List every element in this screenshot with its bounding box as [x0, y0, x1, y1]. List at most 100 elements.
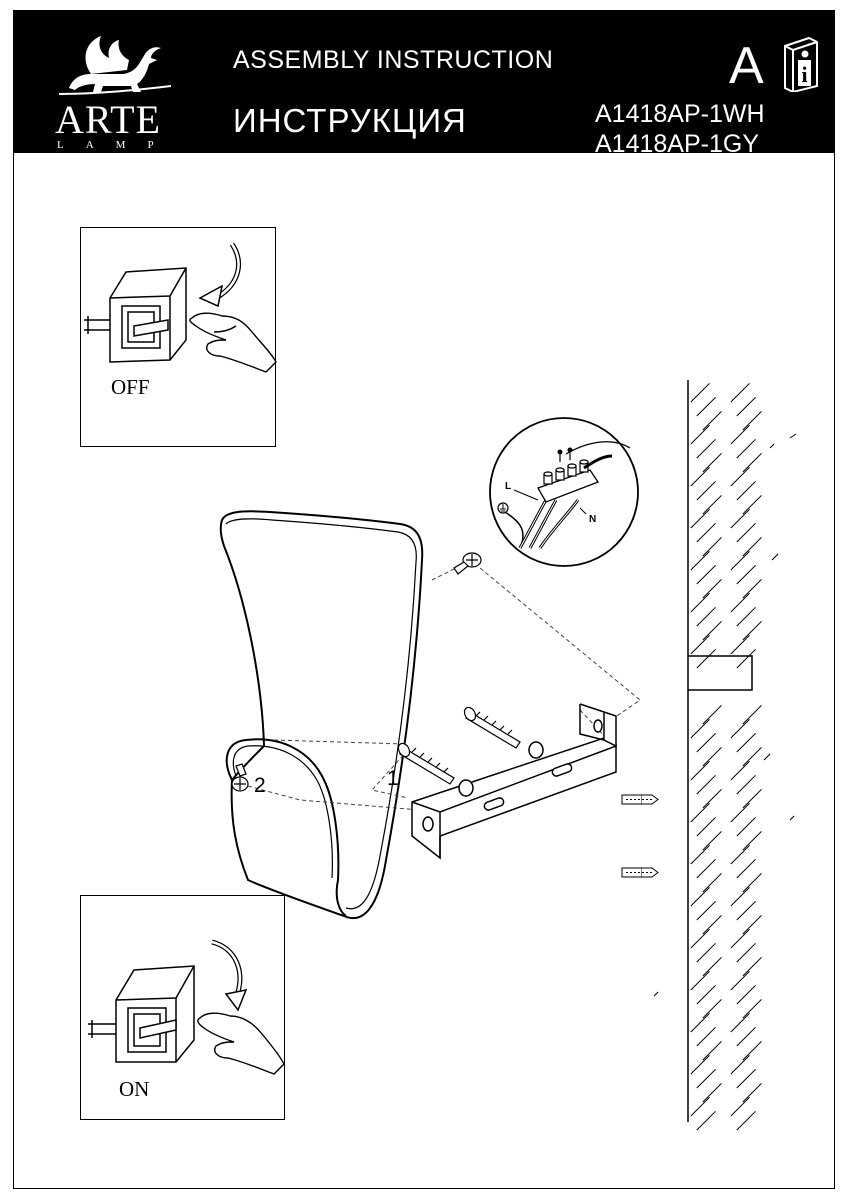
wall-hatch-line: [690, 802, 710, 823]
wall-hatch-line: [730, 634, 750, 655]
wall-hatch-line: [702, 872, 722, 893]
wall-hatch-line: [730, 1012, 750, 1033]
wall-hatch-line: [690, 970, 710, 991]
wall-hatch-line: [690, 760, 710, 781]
title-russian: ИНСТРУКЦИЯ: [233, 102, 467, 139]
wall-hatch-line: [742, 872, 762, 893]
wall-hatch-line: [690, 1054, 710, 1075]
wall-hatch-line: [696, 774, 716, 795]
washer-icon: [458, 741, 544, 797]
wall-hatch-line: [736, 984, 756, 1005]
wall-hatch-line: [696, 858, 716, 879]
wall-hatch-line: [702, 746, 722, 767]
turn-arrow-icon: [198, 242, 242, 308]
wall-hatch-line: [742, 1040, 762, 1061]
wall-hatch-line: [702, 998, 722, 1019]
wall-hatch-line: [730, 1054, 750, 1075]
wall-hatch-line: [730, 802, 750, 823]
wall-hatch-line: [702, 536, 722, 557]
wall-hatch-line: [690, 1012, 710, 1033]
wall-hatch-line: [702, 578, 722, 599]
wall-hatch-line: [730, 592, 750, 613]
wall-hatch-line: [730, 382, 750, 403]
wall-hatch-line: [742, 998, 762, 1019]
wall-hatch-line: [736, 1110, 756, 1131]
live-wire-label: L: [505, 481, 512, 492]
wall-hatch-line: [702, 452, 722, 473]
wall-hatch-line: [696, 984, 716, 1005]
wall-hatch-line: [736, 648, 756, 669]
wall-hatch-line: [736, 732, 756, 753]
wall-hatch-line: [730, 718, 750, 739]
wall-hatch-line: [702, 494, 722, 515]
section-letter: A: [729, 37, 764, 95]
small-screw-icon: [231, 763, 249, 792]
wall-hatch-line: [730, 928, 750, 949]
wall-hatch-line: [742, 494, 762, 515]
wall-hatch-line: [696, 606, 716, 627]
wall-hatch-line: [742, 788, 762, 809]
wall-section: [653, 380, 797, 1131]
wall-hatch-line: [690, 844, 710, 865]
wall-hatch-line: [736, 480, 756, 501]
wall-hatch-line: [730, 508, 750, 529]
ground-symbol-icon: [497, 502, 509, 514]
wall-hatch-line: [730, 550, 750, 571]
wall-hatch-line: [690, 382, 710, 403]
wall-plug-arrow-icon: [621, 867, 659, 878]
wall-hatch-line: [736, 774, 756, 795]
wall-hatch-line: [730, 1096, 750, 1117]
model-number-grey: A1418AP-1GY: [595, 130, 759, 158]
wall-hatch-line: [742, 410, 762, 431]
wall-junction-box: [687, 655, 753, 691]
wall-hatch-line: [696, 396, 716, 417]
wall-hatch-line: [736, 438, 756, 459]
wall-hatch-line: [702, 914, 722, 935]
wall-hatch-line: [690, 1096, 710, 1117]
griffin-lion-icon: [58, 36, 172, 95]
wall-hatch-line: [696, 816, 716, 837]
wall-hatch-line: [742, 620, 762, 641]
step-1-label: 1: [387, 767, 399, 790]
wall-hatch-line: [742, 914, 762, 935]
wall-hatch-line: [742, 452, 762, 473]
hand-pointing-icon: [197, 1012, 285, 1075]
wall-hatch-line: [736, 606, 756, 627]
wall-hatch-line: [696, 732, 716, 753]
wall-hatch-line: [696, 1026, 716, 1047]
wall-hatch-line: [696, 1068, 716, 1089]
light-switch-on-icon: [88, 965, 195, 1063]
wall-hatch-line: [690, 466, 710, 487]
wall-hatch-line: [696, 648, 716, 669]
wall-hatch-line: [730, 970, 750, 991]
wall-plug-arrow-icon: [621, 794, 659, 805]
wall-hatch-line: [730, 760, 750, 781]
wall-hatch-line: [690, 886, 710, 907]
wall-hatch-line: [736, 522, 756, 543]
wall-hatch-line: [702, 830, 722, 851]
switch-off-label: OFF: [111, 375, 150, 399]
wall-hatch-line: [742, 1082, 762, 1103]
manual-info-icon: i: [784, 36, 818, 92]
wall-hatch-line: [696, 564, 716, 585]
wall-hatch-line: [690, 634, 710, 655]
wall-hatch-line: [730, 886, 750, 907]
mounting-screw-icon: [397, 742, 455, 785]
mounting-bracket: [411, 703, 617, 860]
wall-hatch-line: [736, 816, 756, 837]
brand-name: ARTE: [55, 97, 162, 142]
wall-hatch-line: [742, 956, 762, 977]
mounting-screw-icon: [463, 706, 521, 749]
wall-hatch-line: [742, 536, 762, 557]
step-2-label: 2: [254, 774, 266, 797]
wall-hatch-line: [702, 704, 722, 725]
wall-hatch-line: [702, 410, 722, 431]
wall-hatch-line: [730, 844, 750, 865]
wiring-detail: [489, 417, 639, 567]
title-english: ASSEMBLY INSTRUCTION: [233, 46, 554, 74]
wall-hatch-line: [702, 956, 722, 977]
wall-hatch-line: [696, 942, 716, 963]
neutral-wire-label: N: [589, 514, 597, 525]
wall-hatch-line: [742, 578, 762, 599]
